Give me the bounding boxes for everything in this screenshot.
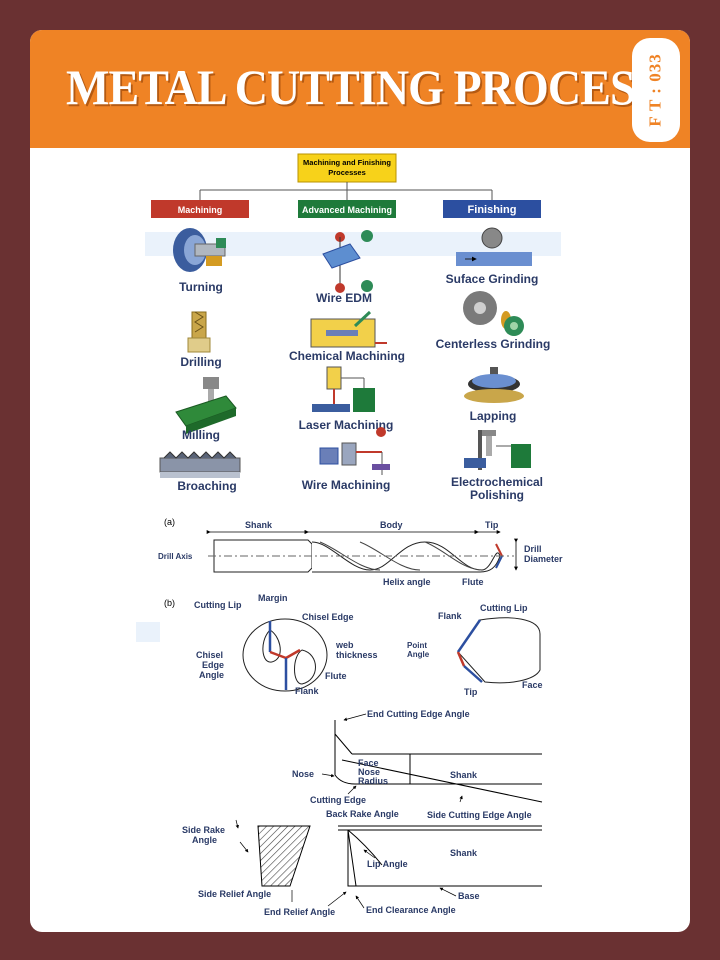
cutting-edge-label: Cutting Edge (310, 795, 366, 805)
drill-a-label: (a) (164, 517, 175, 527)
machining-column: Turning Drilling Milling Broa (159, 228, 241, 493)
web-thickness-label-2: thickness (336, 650, 378, 660)
side-rake-angle-label-2: Angle (192, 835, 217, 845)
tree-root-label-1: Machining and Finishing (303, 158, 391, 167)
tree-root-label-2: Processes (328, 168, 366, 177)
side-rake-angle-label-1: Side Rake (182, 825, 225, 835)
surface-grinding-label: Suface Grinding (446, 272, 539, 286)
shank-label: Shank (245, 520, 273, 530)
drill-diameter-label-1: Drill (524, 544, 542, 554)
drilling-illustration (187, 311, 211, 353)
cutting-lip-r-label: Cutting Lip (480, 603, 528, 613)
chisel-edge-angle-label-2: Edge (202, 660, 224, 670)
chemical-machining-illustration (310, 310, 387, 348)
wire-machining-label: Wire Machining (302, 478, 391, 492)
laser-machining-illustration (312, 366, 375, 412)
category-machining-label: Machining (178, 205, 223, 215)
chemical-machining-label: Chemical Machining (289, 349, 405, 363)
laser-machining-label: Laser Machining (299, 418, 394, 432)
body-label: Body (380, 520, 403, 530)
category-advanced-label: Advanced Machining (302, 205, 392, 215)
advanced-column: Wire EDM Chemical Machining Laser Machin… (289, 230, 405, 492)
page-title: METAL CUTTING PROCESS (66, 59, 660, 115)
polishing-label: Polishing (470, 488, 524, 502)
face-top-label: Face (358, 758, 379, 768)
back-rake-angle-label: Back Rake Angle (326, 809, 399, 819)
milling-illustration (175, 377, 237, 434)
lapping-label: Lapping (470, 409, 517, 423)
tip-r-label: Tip (464, 687, 478, 697)
diagram-canvas: Machining and Finishing Processes Machin… (136, 153, 563, 917)
chisel-edge-angle-label-1: Chisel (196, 650, 223, 660)
flute-label: Flute (462, 577, 484, 587)
category-finishing-box (443, 200, 541, 218)
margin-label: Margin (258, 593, 288, 603)
end-clearance-angle-label: End Clearance Angle (366, 905, 456, 915)
category-advanced-box (298, 200, 396, 218)
wire-edm-illustration (322, 230, 373, 293)
centerless-grinding-illustration (463, 291, 524, 336)
lip-angle-label: Lip Angle (367, 859, 408, 869)
helix-angle-label: Helix angle (383, 577, 431, 587)
title-banner: METAL CUTTING PROCESS F T : 033 (30, 30, 690, 148)
tip-label: Tip (485, 520, 499, 530)
end-cutting-edge-angle-label: End Cutting Edge Angle (367, 709, 470, 719)
chisel-edge-angle-label-3: Angle (199, 670, 224, 680)
milling-label: Milling (182, 428, 220, 442)
nose-label: Nose (292, 769, 314, 779)
lapping-illustration (464, 367, 524, 403)
end-relief-angle-label: End Relief Angle (264, 907, 335, 917)
flank-label: Flank (295, 686, 320, 696)
nose-radius-label-1: Nose (358, 767, 380, 777)
broaching-illustration (159, 451, 241, 478)
shank-top-label: Shank (450, 770, 478, 780)
drill-b-label: (b) (164, 598, 175, 608)
surface-grinding-illustration (456, 227, 532, 266)
electrochemical-label: Electrochemical (451, 475, 543, 489)
tool-geometry-diagram: End Cutting Edge Angle Nose Face Nose Ra… (182, 709, 543, 917)
flute-b-label: Flute (325, 671, 347, 681)
drill-diagram-b: (b) Cutting Lip Margin Chisel Edge web t… (136, 593, 543, 697)
side-relief-angle-label: Side Relief Angle (198, 889, 271, 899)
wire-machining-illustration (319, 427, 390, 475)
turning-illustration (173, 228, 226, 272)
point-angle-label-1: Point (407, 641, 427, 650)
category-machining-box (151, 200, 249, 218)
drill-diameter-label-2: Diameter (524, 554, 563, 564)
base-label: Base (458, 891, 480, 901)
category-finishing-label: Finishing (468, 204, 517, 216)
drill-axis-label: Drill Axis (158, 552, 193, 561)
centerless-grinding-label: Centerless Grinding (436, 337, 551, 351)
turning-label: Turning (179, 280, 223, 294)
flank-r-label: Flank (438, 611, 463, 621)
point-angle-label-2: Angle (407, 650, 430, 659)
face-label: Face (522, 680, 543, 690)
tree-root-box (297, 153, 397, 183)
finishing-column: Suface Grinding Centerless Grinding Lapp… (436, 227, 551, 502)
broaching-label: Broaching (177, 479, 236, 493)
wire-edm-label: Wire EDM (316, 291, 372, 305)
poster-card: METAL CUTTING PROCESS F T : 033 Machinin… (30, 30, 690, 932)
web-thickness-label-1: web (335, 640, 354, 650)
drilling-label: Drilling (180, 355, 221, 369)
side-cutting-edge-angle-label: Side Cutting Edge Angle (427, 810, 532, 820)
nose-radius-label-2: Radius (358, 776, 388, 786)
drill-diagram-a: (a) Shank Body Tip Drill Axis Drill Diam… (158, 517, 563, 587)
shank-bottom-label: Shank (450, 848, 478, 858)
electrochemical-polishing-illustration (464, 430, 531, 470)
tool-cross-section (257, 825, 311, 887)
code-badge: F T : 033 (632, 38, 680, 142)
cutting-lip-label: Cutting Lip (194, 600, 242, 610)
chisel-edge-label: Chisel Edge (302, 612, 354, 622)
